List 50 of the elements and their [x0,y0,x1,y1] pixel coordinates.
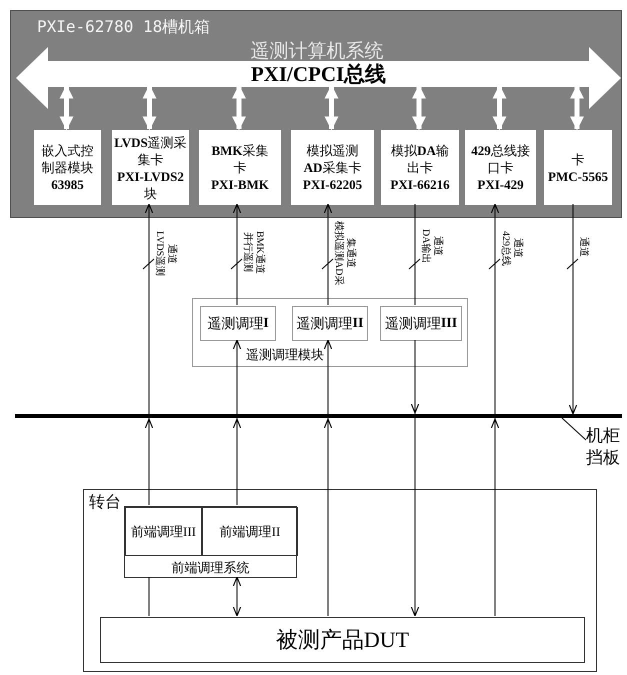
double-arrow [324,84,338,130]
frontend-cell: 前端调理II [202,507,298,556]
edge-label: DA输出通道 [419,228,443,266]
system-title: 遥测计算机系统 [250,39,384,63]
dut-box: 被测产品DUT [100,617,585,663]
frontend-cell: 前端调理III [125,507,202,556]
edge-label: 并行遥测BMK通道 [241,230,265,276]
card-box: LVDS遥测采集卡PXI-LVDS2块 [112,130,189,205]
double-arrow [412,84,426,130]
turntable-frame [83,489,597,672]
arrow [144,204,154,506]
card-box: 卡PMC-5565 [544,130,612,205]
module-frame [192,298,468,367]
chassis-panel [10,10,622,218]
cabinet-baffle [15,414,622,418]
arrow [568,204,578,415]
system-label: 前端调理系统 [170,559,250,577]
edge-label: 模拟遥测AD采集通道 [332,220,356,286]
arrow [232,203,242,306]
arrow [232,340,242,506]
edge-label: LVDS遥测通道 [153,230,177,278]
module-box: 遥测调理III [380,306,462,341]
leader-line [562,418,586,440]
card-box: BMK采集卡PXI-BMK [199,130,281,205]
connector-line [148,576,150,616]
arrow [324,203,332,306]
double-arrow [570,84,584,130]
arrow [490,204,500,616]
chassis-title: PXIe-62780 18槽机箱 [37,17,210,38]
card-box: 429总线接口卡PXI-429 [465,130,536,205]
module-label: 遥测调理模块 [245,346,325,364]
connector-line [414,204,416,306]
double-arrow [492,84,506,130]
edge-label: 通道 [577,236,589,259]
double-arrow [142,84,156,130]
module-box: 遥测调理I [200,306,276,341]
frontend-box [124,506,297,578]
arrow [232,576,242,617]
bus-label: PXI/CPCI总线 [250,62,388,86]
card-box: 嵌入式控制器模块63985 [34,130,101,205]
arrow [410,340,420,616]
double-arrow [232,84,246,130]
edge-label: 429总线通道 [499,230,523,268]
card-box: 模拟遥测AD采集卡PXI-62205 [291,130,374,205]
card-box: 模拟DA输出卡PXI-66216 [381,130,459,205]
double-arrow [60,84,74,130]
turntable-label: 转台 [89,493,121,513]
module-box: 遥测调理II [292,306,368,341]
arrow [324,340,332,616]
baffle-label: 机柜挡板 [586,425,624,473]
